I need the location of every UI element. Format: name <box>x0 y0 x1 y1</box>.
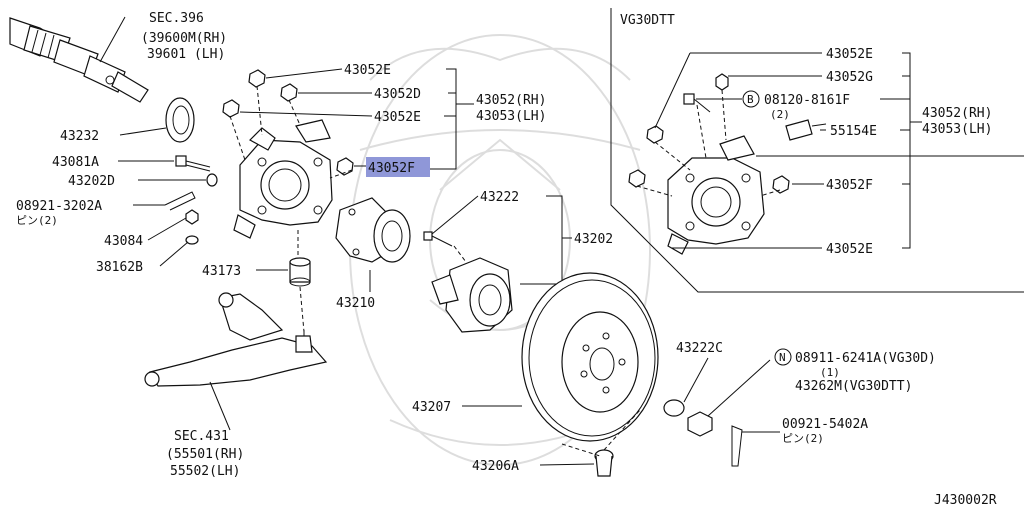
knuckle <box>233 119 333 239</box>
plug-43206a <box>594 449 614 477</box>
label-vg-43052f: 43052F <box>826 178 873 193</box>
label-08911: 08911-6241A(VG30D) <box>795 351 936 366</box>
label-sec396: SEC.396 <box>149 11 204 26</box>
nut-43052d <box>280 83 298 102</box>
sensor-55154e <box>785 119 827 141</box>
label-43173: 43173 <box>202 264 241 279</box>
nut-43084 <box>185 209 199 225</box>
bolt-43222 <box>423 231 453 247</box>
nut-43052e-a <box>248 69 266 88</box>
part-highlight-43052f <box>366 157 430 177</box>
label-sec431-lh: 55502(LH) <box>170 464 240 479</box>
label-43222c: 43222C <box>676 341 723 356</box>
label-vg-43052g: 43052G <box>826 70 873 85</box>
label-43052d: 43052D <box>374 87 421 102</box>
label-vg-43052e-bottom: 43052E <box>826 242 873 257</box>
label-vg30dtt: VG30DTT <box>620 13 675 28</box>
nut-vg-43052f <box>772 175 790 194</box>
label-43207: 43207 <box>412 400 451 415</box>
label-43052e-a: 43052E <box>344 63 391 78</box>
label-43081a: 43081A <box>52 155 99 170</box>
label-b-symbol: B <box>747 93 754 106</box>
label-08911-qty: (1) <box>820 366 840 379</box>
hub-43210 <box>335 197 411 263</box>
label-43052f: 43052F <box>368 161 415 176</box>
brake-disc <box>521 272 659 442</box>
nut-vg-43052g <box>715 73 729 91</box>
n-symbol <box>774 348 792 366</box>
bolt-43081a <box>175 155 211 172</box>
label-00921-pin: ピン(2) <box>782 432 824 445</box>
washer-38162b <box>185 235 199 245</box>
nut-vg-43052e-a <box>646 125 664 144</box>
label-sec396-lh: 39601 (LH) <box>147 47 225 62</box>
nut-43052e-b <box>222 99 240 118</box>
label-vg-43053-lh: 43053(LH) <box>922 122 992 137</box>
label-n-symbol: N <box>779 351 786 364</box>
oil-seal <box>165 97 195 143</box>
label-08921-pin: ピン(2) <box>16 214 58 227</box>
label-43052e-b: 43052E <box>374 110 421 125</box>
label-38162b: 38162B <box>96 260 143 275</box>
cotter-pin <box>164 191 196 211</box>
nut-vg-43052e-b <box>628 169 646 188</box>
pin-00921 <box>731 425 743 467</box>
lower-arm <box>144 292 328 387</box>
label-vg-55154e: 55154E <box>830 124 877 139</box>
label-43053-lh: 43053(LH) <box>476 109 546 124</box>
label-sec431: SEC.431 <box>174 429 229 444</box>
vg30dtt-frame <box>610 8 1024 293</box>
label-vg-43052e-top: 43052E <box>826 47 873 62</box>
b-symbol <box>742 90 760 108</box>
label-00921: 00921-5402A <box>782 417 868 432</box>
label-sec431-rh: (55501(RH) <box>166 447 244 462</box>
label-43202: 43202 <box>574 232 613 247</box>
diagram-id: J430002R <box>934 493 997 508</box>
label-08921-3202a: 08921-3202A <box>16 199 102 214</box>
washer-43222c <box>663 399 685 417</box>
label-43206a: 43206A <box>472 459 519 474</box>
bushing-43173 <box>289 257 311 287</box>
axle-43202 <box>431 257 513 333</box>
label-43232: 43232 <box>60 129 99 144</box>
label-sec396-rh: (39600M(RH) <box>141 31 227 46</box>
washer-43202d <box>206 173 218 187</box>
label-43222: 43222 <box>480 190 519 205</box>
label-43202d: 43202D <box>68 174 115 189</box>
label-vg-08120: 08120-8161F <box>764 93 850 108</box>
bolt-08120 <box>683 93 711 113</box>
label-43084: 43084 <box>104 234 143 249</box>
label-43210: 43210 <box>336 296 375 311</box>
label-43052-rh: 43052(RH) <box>476 93 546 108</box>
label-vg-08120-qty: (2) <box>770 108 790 121</box>
label-vg-43052-rh: 43052(RH) <box>922 106 992 121</box>
drive-shaft <box>9 17 149 103</box>
nut-08911 <box>687 411 713 437</box>
vg30dtt-knuckle <box>667 135 765 255</box>
label-43262m: 43262M(VG30DTT) <box>795 379 912 394</box>
